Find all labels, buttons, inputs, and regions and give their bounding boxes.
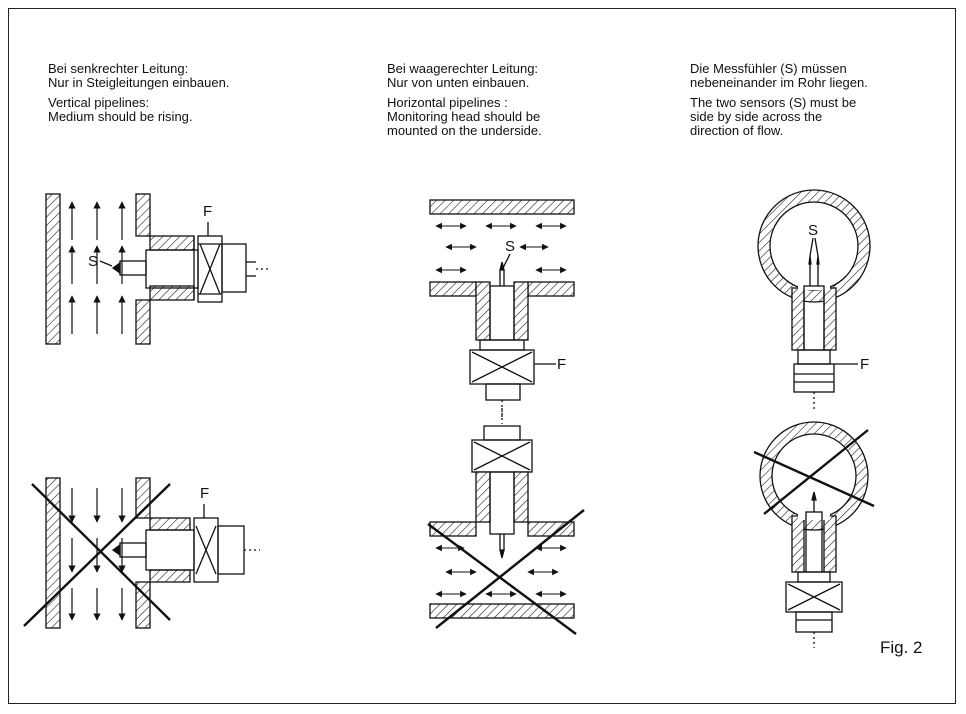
caption-english: The two sensors (S) must be side by side… [690, 95, 857, 138]
vertical-pipe-wrong [45, 477, 260, 629]
flange-label: F [203, 203, 212, 220]
caption-english: Horizontal pipelines : Monitoring head s… [387, 95, 542, 138]
cross-out-mark [23, 483, 171, 627]
flange-label: F [200, 485, 209, 502]
column-horizontal-pipelines: Bei waagerechter Leitung: Nur von unten … [387, 62, 637, 144]
round-pipe-wrong [759, 421, 869, 648]
caption-german: Die Messfühler (S) müssen nebeneinander … [690, 61, 868, 90]
horizontal-pipe-correct [429, 199, 575, 418]
cross-out-mark [427, 509, 585, 635]
round-pipe-correct [757, 189, 871, 410]
caption-german: Bei senkrechter Leitung: Nur in Steiglei… [48, 61, 230, 90]
caption-german: Bei waagerechter Leitung: Nur von unten … [387, 61, 539, 90]
column-sensor-orientation: Die Messfühler (S) müssen nebeneinander … [690, 62, 940, 144]
sensor-label: S [808, 222, 818, 239]
sensor-label: S [505, 238, 515, 255]
sensor-label: S [88, 253, 98, 270]
vertical-pipe-correct [45, 193, 268, 345]
horizontal-pipe-wrong [429, 408, 575, 619]
column-vertical-pipelines: Bei senkrechter Leitung: Nur in Steiglei… [48, 62, 298, 130]
caption-english: Vertical pipelines: Medium should be ris… [48, 95, 193, 124]
cross-out-mark [753, 429, 875, 515]
flange-label: F [860, 356, 869, 373]
page-frame [8, 8, 956, 704]
flange-label: F [557, 356, 566, 373]
figure-label: Fig. 2 [880, 638, 923, 657]
